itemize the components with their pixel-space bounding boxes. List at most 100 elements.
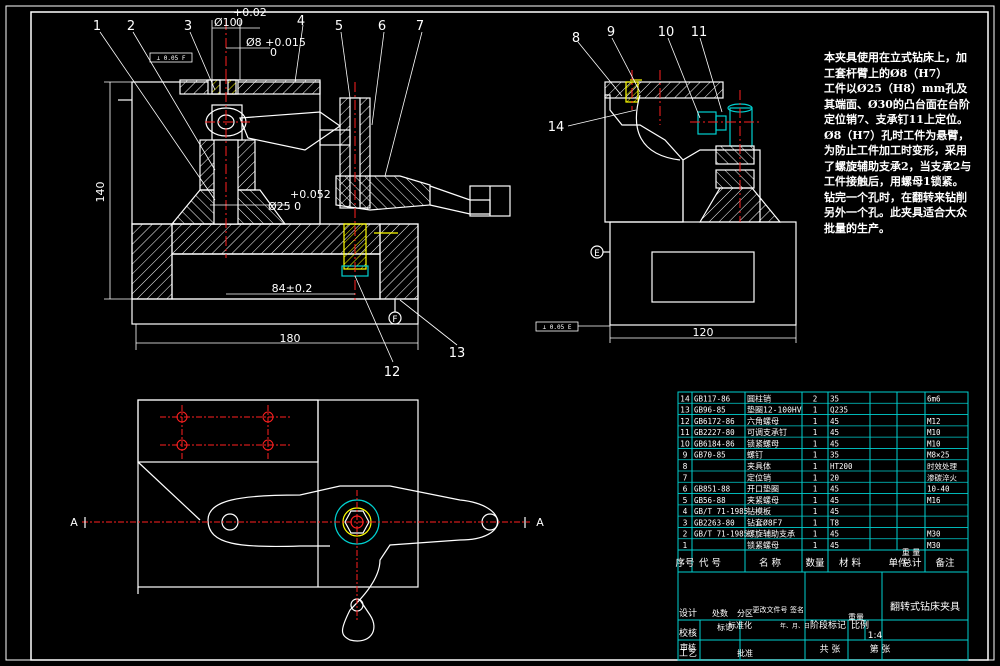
bom-header-weight: 重 量 bbox=[902, 547, 921, 557]
bom-cell-r12-c1: GB6172-86 bbox=[694, 417, 735, 426]
part-label-12: 12 bbox=[384, 365, 401, 380]
datum-F: F bbox=[392, 315, 397, 325]
bom-cell-r5-c3: 1 bbox=[813, 496, 818, 505]
technical-notes: 本夹具使用在立式钻床上，加工套杆臂上的Ø8（H7） 工件以Ø25（H8）mm孔及… bbox=[824, 50, 974, 236]
note-paragraph-2: 工件以Ø25（H8）mm孔及其端面、Ø30的凸台面在台阶定位销7、支承钉11上定… bbox=[824, 82, 972, 188]
part-label-8: 8 bbox=[572, 31, 580, 46]
tb-count: 处数 bbox=[712, 608, 728, 618]
scale-value: 1:4 bbox=[868, 631, 883, 641]
bom-cell-r14-c3: 2 bbox=[813, 394, 818, 403]
front-view-dimensions bbox=[104, 20, 419, 350]
part-label-2: 2 bbox=[127, 19, 135, 34]
bom-header-2: 名 称 bbox=[759, 557, 782, 569]
bom-cell-r5-c7: M16 bbox=[927, 496, 941, 505]
dim-dia-8: Ø8 +0.015 bbox=[246, 36, 306, 49]
bom-cell-r10-c2: 锁紧螺母 bbox=[747, 438, 779, 448]
part-label-4: 4 bbox=[297, 14, 305, 29]
side-view-dimensions bbox=[535, 37, 797, 343]
bom-cell-r6-c1: GB851-88 bbox=[694, 485, 731, 494]
dim-height-140: 140 bbox=[94, 182, 107, 203]
bom-cell-r2-c0: 2 bbox=[683, 530, 688, 539]
bom-cell-r5-c0: 5 bbox=[683, 496, 688, 505]
tb-zone: 分区 bbox=[737, 609, 753, 618]
side-view bbox=[590, 79, 797, 326]
bom-cell-r12-c7: M12 bbox=[927, 417, 941, 426]
bom-cell-r7-c2: 定位销 bbox=[747, 472, 771, 482]
top-view-holes bbox=[82, 405, 530, 620]
drawing-title: 翻转式钻床夹具 bbox=[890, 600, 960, 613]
section-markers bbox=[84, 517, 526, 528]
bom-cell-r1-c0: 1 bbox=[683, 541, 688, 550]
bom-cell-r7-c0: 7 bbox=[683, 473, 688, 482]
bom-cell-r10-c4: 45 bbox=[830, 439, 839, 448]
bom-cell-r2-c2: 螺旋辅助支承 bbox=[747, 529, 795, 539]
bom-header-7: 备注 bbox=[935, 557, 955, 569]
bom-cell-r11-c4: 45 bbox=[830, 428, 839, 437]
bom-cell-r6-c3: 1 bbox=[813, 485, 818, 494]
bom-cell-r10-c0: 10 bbox=[680, 439, 690, 448]
part-label-14: 14 bbox=[548, 120, 565, 135]
bom-cell-r14-c7: 6m6 bbox=[927, 394, 941, 403]
bom-cell-r12-c2: 六角螺母 bbox=[747, 416, 779, 426]
bom-cell-r6-c4: 45 bbox=[830, 485, 839, 494]
bom-header-0: 序号 bbox=[675, 557, 694, 569]
bom-cell-r1-c7: M30 bbox=[927, 541, 941, 550]
tb-std: 标准化 bbox=[728, 620, 752, 630]
part-label-7: 7 bbox=[416, 19, 424, 34]
tb-designer: 设计 bbox=[679, 607, 697, 619]
part-label-10: 10 bbox=[658, 25, 675, 40]
dim-84: 84±0.2 bbox=[272, 282, 313, 295]
tb-change: 更改文件号 bbox=[753, 605, 788, 614]
bom-cell-r11-c1: GB2227-80 bbox=[694, 428, 735, 437]
bom-cell-r11-c0: 11 bbox=[680, 428, 690, 437]
bom-cell-r7-c3: 1 bbox=[813, 473, 818, 482]
bom-cell-r1-c2: 锁紧螺母 bbox=[747, 540, 779, 550]
top-view bbox=[137, 399, 499, 642]
section-label-a-right: A bbox=[536, 516, 544, 529]
bom-cell-r10-c1: GB6184-86 bbox=[694, 439, 735, 448]
bom-cell-r7-c7: 渗碳淬火 bbox=[927, 472, 957, 482]
part-label-6: 6 bbox=[378, 19, 386, 34]
dim-dia-25-tol: +0.052 bbox=[290, 188, 331, 201]
part-label-3: 3 bbox=[184, 19, 192, 34]
bom-cell-r9-c2: 螺钉 bbox=[747, 450, 763, 460]
tb-date: 年、月、日 bbox=[780, 622, 810, 630]
dim-zero-1: 0 bbox=[236, 16, 243, 29]
bom-cell-r10-c3: 1 bbox=[813, 439, 818, 448]
bom-cell-r3-c2: 钻套Ø8F7 bbox=[747, 517, 782, 527]
front-view bbox=[118, 79, 511, 325]
part-label-1: 1 bbox=[93, 19, 101, 34]
datum-E: E bbox=[594, 249, 600, 259]
bom-cell-r13-c3: 1 bbox=[813, 406, 818, 415]
bom-cell-r6-c7: 10-40 bbox=[927, 485, 950, 494]
front-view-leaders bbox=[99, 24, 458, 363]
bom-cell-r8-c4: HT200 bbox=[830, 462, 853, 471]
bom-header-5: 单件 bbox=[888, 557, 908, 569]
dim-tol-upper: +0.02 bbox=[233, 6, 267, 19]
bom-cell-r5-c2: 夹紧螺母 bbox=[747, 495, 779, 505]
scale-label: 比例 bbox=[851, 619, 869, 631]
tolerance-frame-E: ⊥ 0.05 E bbox=[543, 324, 572, 331]
bom-header-4: 材 料 bbox=[839, 557, 862, 569]
bom-cell-r11-c2: 可调支承钉 bbox=[747, 427, 787, 437]
bom-cell-r13-c0: 13 bbox=[680, 406, 690, 415]
part-label-9: 9 bbox=[607, 25, 615, 40]
bom-header-3: 数量 bbox=[805, 557, 825, 569]
sheet-frame-inner bbox=[30, 11, 989, 661]
bom-cell-r3-c3: 1 bbox=[813, 518, 818, 527]
bom-cell-r2-c1: GB/T 71-1985 bbox=[694, 530, 748, 539]
tb-sheets: 共 张 bbox=[820, 644, 841, 655]
tb-sheet: 第 张 bbox=[870, 643, 891, 655]
dim-dia-10: Ø10 bbox=[214, 16, 237, 29]
bom-cell-r12-c3: 1 bbox=[813, 417, 818, 426]
bom-cell-r2-c7: M30 bbox=[927, 530, 941, 539]
tb-process: 工艺 bbox=[679, 648, 697, 659]
part-label-11: 11 bbox=[691, 25, 708, 40]
section-label-a-left: A bbox=[70, 516, 78, 529]
bom-cell-r12-c0: 12 bbox=[680, 417, 690, 426]
bom-cell-r3-c0: 3 bbox=[683, 518, 688, 527]
bom-cell-r8-c0: 8 bbox=[683, 462, 688, 471]
bom-cell-r4-c3: 1 bbox=[813, 507, 818, 516]
bom-cell-r9-c0: 9 bbox=[683, 451, 688, 460]
